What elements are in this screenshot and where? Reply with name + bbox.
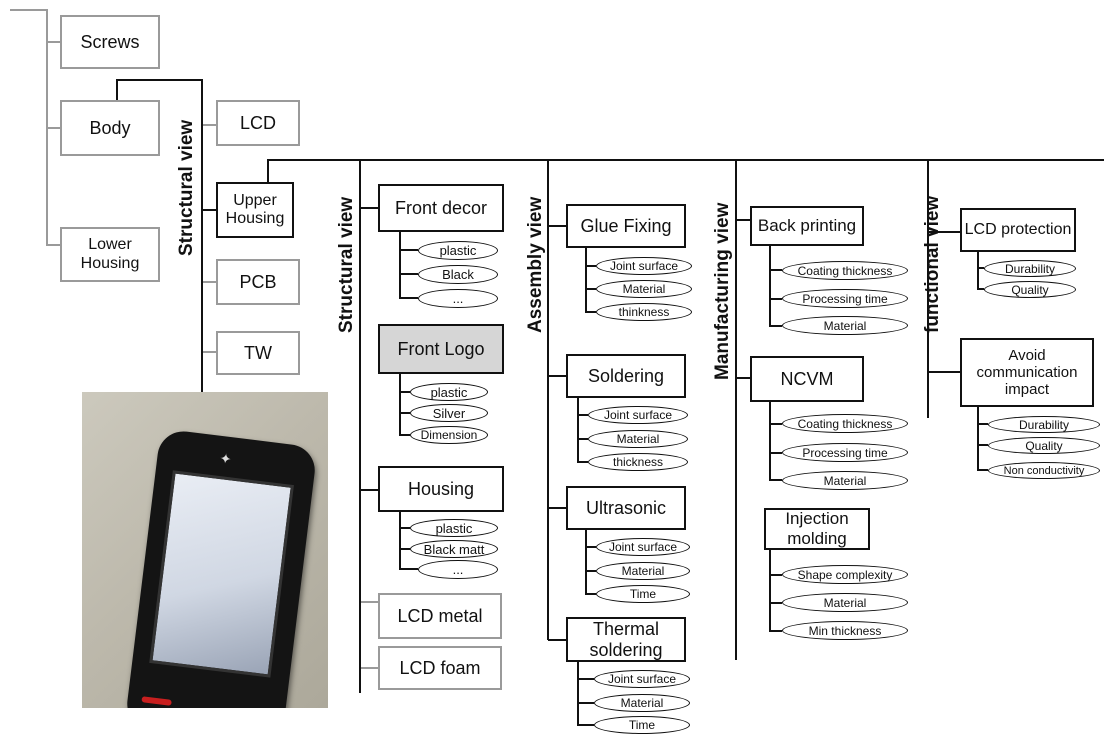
- phone-photo: ✦: [82, 392, 328, 708]
- front-logo-attr-plastic: plastic: [410, 383, 488, 401]
- functional-view-label: functional view: [922, 195, 943, 333]
- avoid-attr-quality: Quality: [988, 437, 1100, 454]
- back-printing-attr-coating: Coating thickness: [782, 261, 908, 280]
- call-key-icon: [141, 696, 172, 706]
- glue-attr-material: Material: [596, 280, 692, 298]
- ultrasonic-attr-material: Material: [596, 562, 690, 580]
- glue-attr-thickness: thinkness: [596, 303, 692, 321]
- lcd-protection-attr-durability: Durability: [984, 260, 1076, 277]
- soldering-attr-thickness: thickness: [588, 453, 688, 471]
- back-printing-attr-material: Material: [782, 316, 908, 335]
- thermal-soldering-box: Thermal soldering: [566, 617, 686, 662]
- assembly-view-label: Assembly view: [525, 196, 546, 333]
- screws-box: Screws: [60, 15, 160, 69]
- brand-logo-icon: ✦: [218, 449, 233, 468]
- front-logo-attr-dimension: Dimension: [410, 426, 488, 444]
- phone-image: ✦: [124, 428, 318, 708]
- thermal-attr-joint: Joint surface: [594, 670, 690, 688]
- back-printing-box: Back printing: [750, 206, 864, 246]
- lcd-protection-attr-quality: Quality: [984, 281, 1076, 298]
- housing-box: Housing: [378, 466, 504, 512]
- ultrasonic-attr-joint: Joint surface: [596, 538, 690, 556]
- manufacturing-view-label: Manufacturing view: [712, 202, 733, 380]
- front-logo-box: Front Logo: [378, 324, 504, 374]
- ultrasonic-attr-time: Time: [596, 585, 690, 603]
- lower-housing-box: Lower Housing: [60, 227, 160, 282]
- ncvm-attr-processing: Processing time: [782, 443, 908, 462]
- housing-attr-finish: Black matt: [410, 540, 498, 558]
- back-printing-attr-processing: Processing time: [782, 289, 908, 308]
- lcd-foam-box: LCD foam: [378, 646, 502, 690]
- structural-view-label-left: Structural view: [176, 119, 197, 256]
- ncvm-attr-material: Material: [782, 471, 908, 490]
- housing-attr-more: ...: [418, 560, 498, 579]
- front-decor-box: Front decor: [378, 184, 504, 232]
- thermal-attr-time: Time: [594, 716, 690, 734]
- injection-attr-shape: Shape complexity: [782, 565, 908, 584]
- upper-housing-box: Upper Housing: [216, 182, 294, 238]
- front-decor-attr-plastic: plastic: [418, 241, 498, 260]
- housing-attr-plastic: plastic: [410, 519, 498, 537]
- pcb-box: PCB: [216, 259, 300, 305]
- front-logo-attr-color: Silver: [410, 404, 488, 422]
- lcd-metal-box: LCD metal: [378, 593, 502, 639]
- glue-attr-joint: Joint surface: [596, 257, 692, 275]
- ncvm-attr-coating: Coating thickness: [782, 414, 908, 433]
- soldering-attr-material: Material: [588, 430, 688, 448]
- glue-fixing-box: Glue Fixing: [566, 204, 686, 248]
- phone-screen: [149, 470, 294, 678]
- front-decor-attr-more: ...: [418, 289, 498, 308]
- soldering-box: Soldering: [566, 354, 686, 398]
- soldering-attr-joint: Joint surface: [588, 406, 688, 424]
- lcd-protection-box: LCD protection: [960, 208, 1076, 252]
- front-decor-attr-color: Black: [418, 265, 498, 284]
- ultrasonic-box: Ultrasonic: [566, 486, 686, 530]
- structural-view-label: Structural view: [336, 196, 357, 333]
- avoid-attr-non-conductivity: Non conductivity: [988, 462, 1100, 479]
- body-box: Body: [60, 100, 160, 156]
- lcd-box: LCD: [216, 100, 300, 146]
- ncvm-box: NCVM: [750, 356, 864, 402]
- injection-attr-min-thickness: Min thickness: [782, 621, 908, 640]
- avoid-communication-box: Avoid communication impact: [960, 338, 1094, 407]
- thermal-attr-material: Material: [594, 694, 690, 712]
- injection-molding-box: Injection molding: [764, 508, 870, 550]
- avoid-attr-durability: Durability: [988, 416, 1100, 433]
- injection-attr-material: Material: [782, 593, 908, 612]
- tw-box: TW: [216, 331, 300, 375]
